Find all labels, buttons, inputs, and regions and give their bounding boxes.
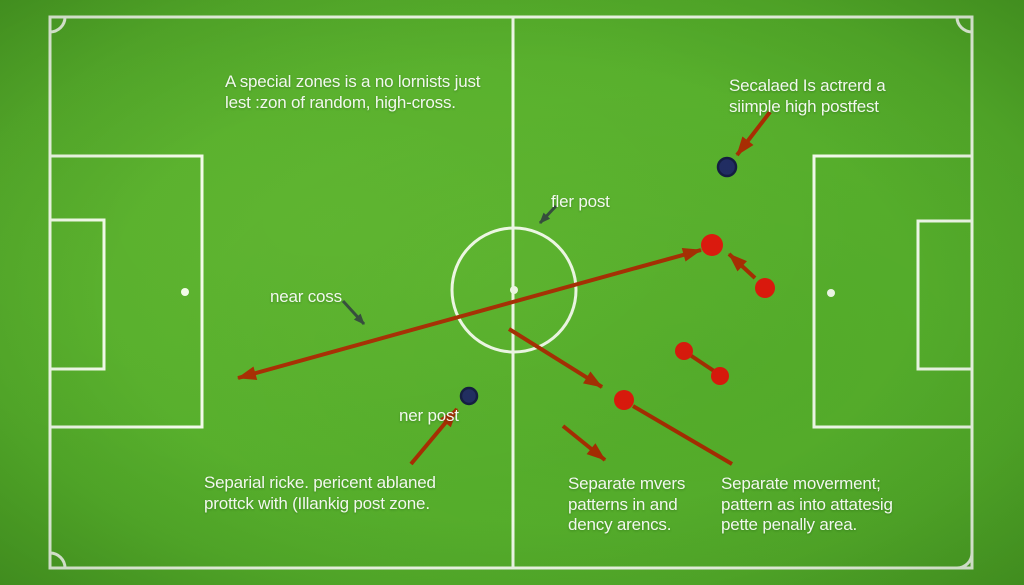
red-player-dot	[701, 234, 723, 256]
red-player-dot	[711, 367, 729, 385]
red-player-dot	[614, 390, 634, 410]
annotation-line: pattern as into attatesig	[721, 494, 893, 514]
corner-arc-top-left	[49, 16, 67, 34]
annotation-line: lest :zon of random, high-cross.	[225, 92, 456, 112]
red-player-dot	[675, 342, 693, 360]
annotation-line: Separate moverment;	[721, 474, 881, 493]
link-between-dots	[685, 351, 719, 375]
right-goal-area	[916, 219, 974, 371]
annotation-line: Separial ricke. pericent ablaned	[204, 473, 436, 492]
center-spot	[510, 286, 518, 294]
annotation-bottom-left: Separial ricke. pericent ablaned prottck…	[204, 473, 436, 514]
arrow-to-bottom-text	[561, 424, 607, 462]
arrow-to-near-post-dot	[409, 407, 459, 466]
far-post-label: fler post	[551, 192, 610, 211]
annotation-line: A special zones is a no lornists just	[225, 72, 481, 91]
annotation-line: siimple high postfest	[729, 96, 879, 116]
corner-arc-bottom-right	[956, 552, 974, 570]
arrow-circle-to-dot	[507, 327, 604, 389]
left-penalty-spot	[181, 288, 189, 296]
left-goal-area	[48, 218, 106, 371]
near-cross-pointer-arrow	[341, 299, 366, 326]
annotation-bottom-right: Separate moverment; pattern as into atta…	[721, 474, 893, 536]
dark-arrows	[341, 204, 558, 326]
near-post-label: ner post	[399, 406, 459, 425]
corner-arc-top-right	[955, 16, 973, 34]
arrow-to-top-navy-dot	[735, 110, 772, 157]
annotation-top-left: A special zones is a no lornists just le…	[225, 72, 480, 113]
navy-player-dot	[459, 386, 479, 406]
annotation-bottom-middle: Separate mvers patterns in and dency are…	[568, 474, 685, 536]
navy-player-dot	[716, 156, 738, 178]
annotation-line: prottck with (Illankig post zone.	[204, 493, 430, 513]
pitch-lines	[48, 15, 974, 570]
red-player-dot	[755, 278, 775, 298]
annotation-line: patterns in and	[568, 494, 678, 514]
corner-arc-bottom-left	[49, 551, 67, 569]
annotation-line: pette penally area.	[721, 515, 858, 534]
red-arrows	[237, 110, 772, 466]
right-penalty-spot	[827, 289, 835, 297]
annotation-line: Separate mvers	[568, 474, 686, 493]
player-dots	[459, 156, 775, 410]
trail-from-dot	[631, 404, 734, 466]
annotation-top-right: Secalaed Is actrerd a siimple high postf…	[729, 76, 886, 117]
far-post-pointer-arrow	[538, 204, 558, 225]
arrow-runner-to-target	[727, 252, 757, 280]
near-cross-label: near coss	[270, 287, 342, 306]
cross-field-double-arrow	[237, 248, 702, 380]
annotation-line: dency arencs.	[568, 515, 672, 534]
annotation-line: Secalaed Is actrerd a	[729, 76, 886, 95]
